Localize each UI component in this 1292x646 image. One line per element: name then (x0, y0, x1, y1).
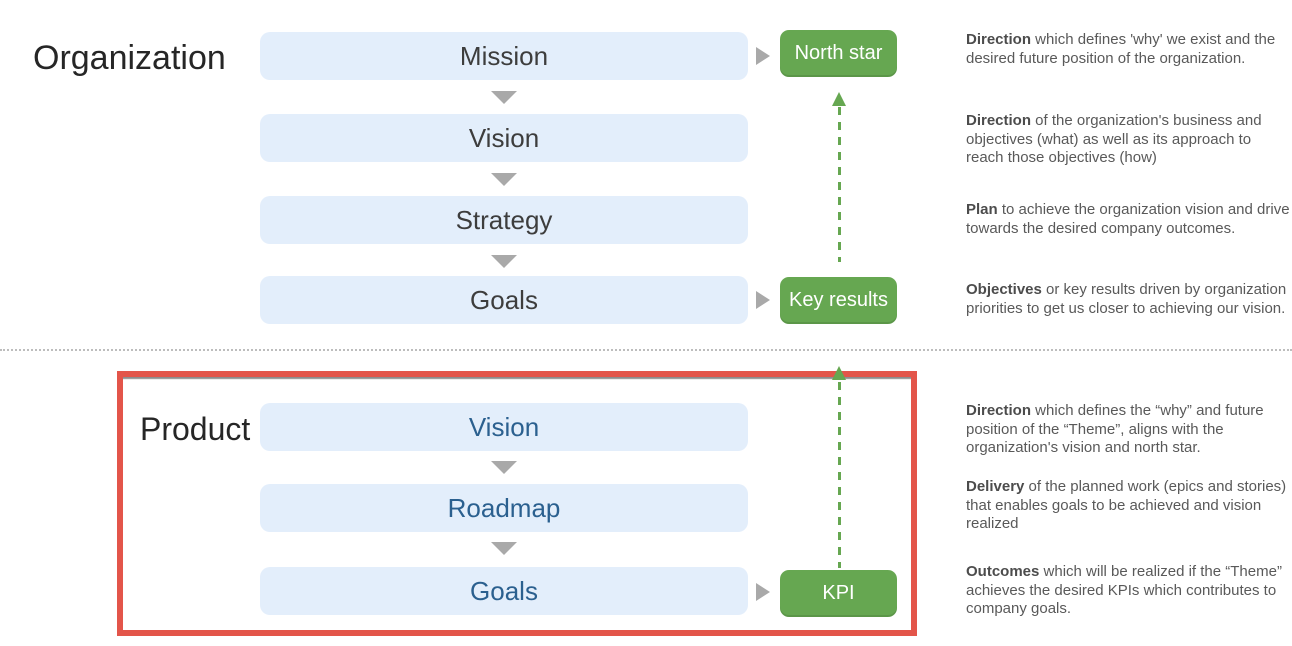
description-lead: Direction (966, 402, 1032, 419)
description-org-strategy: Plan to achieve the organization vision … (966, 201, 1290, 238)
description-org-vision: Direction of the organization's business… (966, 112, 1290, 168)
key-results-box: Key results (780, 277, 897, 324)
description-lead: Objectives (966, 281, 1042, 298)
org-step-goals: Goals (260, 276, 748, 324)
dashed-arrow-line (838, 382, 841, 568)
product-section-label: Product (140, 411, 251, 447)
description-text: which defines the “why” and future posit… (966, 402, 1264, 456)
arrow-right-icon (756, 47, 770, 65)
arrow-down-icon (491, 461, 517, 474)
product-step-vision: Vision (260, 403, 748, 451)
arrow-right-icon (756, 291, 770, 309)
arrow-right-icon (756, 583, 770, 601)
description-text: of the organization's business and objec… (966, 112, 1262, 166)
description-text: to achieve the organization vision and d… (966, 201, 1290, 237)
kpi-box: KPI (780, 570, 897, 617)
description-text: or key results driven by organization pr… (966, 281, 1287, 317)
description-product-goals: Outcomes which will be realized if the “… (966, 563, 1290, 619)
description-org-mission: Direction which defines 'why' we exist a… (966, 31, 1290, 68)
dashed-arrow-up-icon (832, 92, 846, 106)
organization-section-label: Organization (33, 39, 226, 77)
org-step-vision: Vision (260, 114, 748, 162)
dashed-arrow-up-icon (832, 366, 846, 380)
description-text: which defines 'why' we exist and the des… (966, 31, 1276, 67)
arrow-down-icon (491, 542, 517, 555)
arrow-down-icon (491, 255, 517, 268)
org-step-mission: Mission (260, 32, 748, 80)
description-product-vision: Direction which defines the “why” and fu… (966, 402, 1290, 458)
north-star-box: North star (780, 30, 897, 77)
dashed-arrow-line (838, 107, 841, 262)
description-lead: Direction (966, 112, 1032, 129)
product-step-roadmap: Roadmap (260, 484, 748, 532)
description-text: of the planned work (epics and stories) … (966, 478, 1287, 532)
description-lead: Direction (966, 31, 1032, 48)
product-highlight-frame (117, 371, 917, 636)
description-text: which will be realized if the “Theme” ac… (966, 563, 1282, 617)
arrow-down-icon (491, 91, 517, 104)
description-product-roadmap: Delivery of the planned work (epics and … (966, 478, 1290, 534)
org-step-strategy: Strategy (260, 196, 748, 244)
section-divider (0, 349, 1292, 351)
description-lead: Delivery (966, 478, 1025, 495)
arrow-down-icon (491, 173, 517, 186)
description-lead: Plan (966, 201, 998, 218)
description-lead: Outcomes (966, 563, 1040, 580)
description-org-goals: Objectives or key results driven by orga… (966, 281, 1290, 318)
product-step-goals: Goals (260, 567, 748, 615)
